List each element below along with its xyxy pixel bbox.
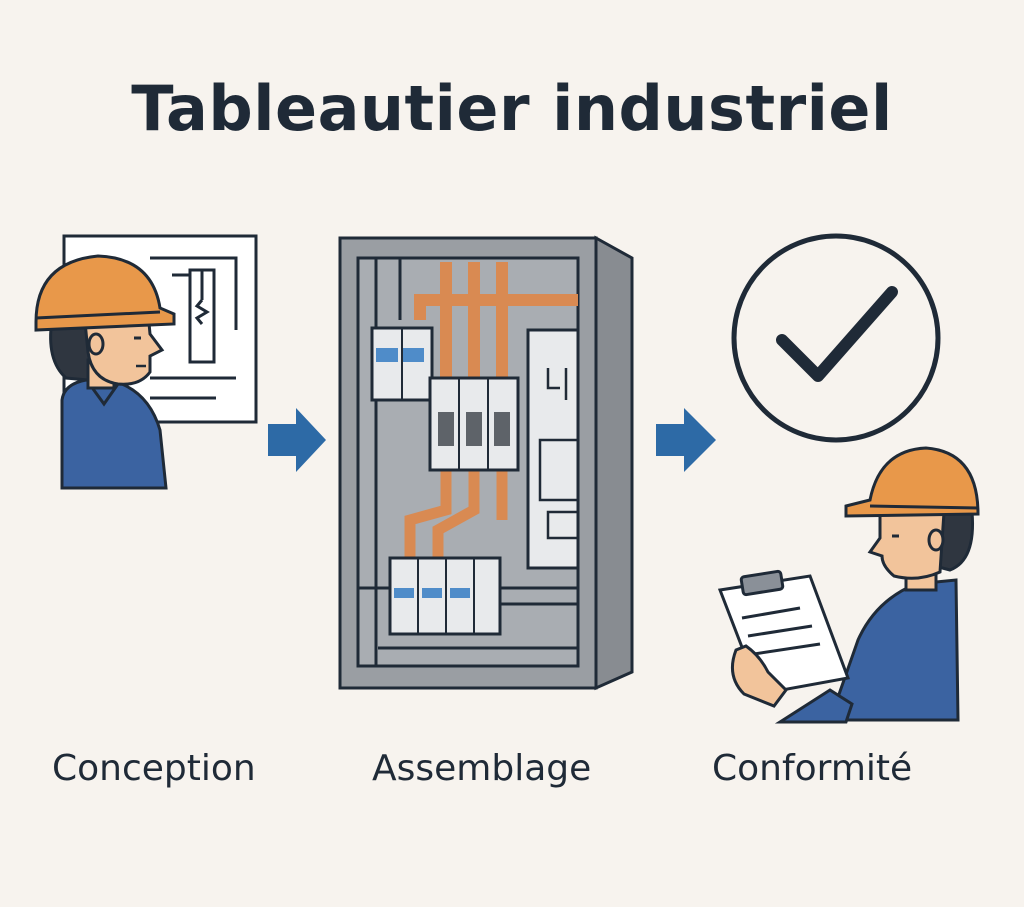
step-label-conformite: Conformité [712, 748, 913, 789]
step-label-conception: Conception [52, 748, 256, 789]
arrow-right-icon [268, 408, 326, 472]
clipboard-icon [717, 569, 851, 708]
step-label-assemblage: Assemblage [372, 748, 592, 789]
diagram-title: Tableautier industriel [131, 72, 893, 145]
electrical-cabinet-icon [338, 235, 634, 691]
checkmark-circle-icon [731, 233, 941, 443]
engineer-icon [34, 254, 176, 490]
inspector-icon [774, 446, 980, 724]
arrow-right-icon [656, 408, 716, 472]
